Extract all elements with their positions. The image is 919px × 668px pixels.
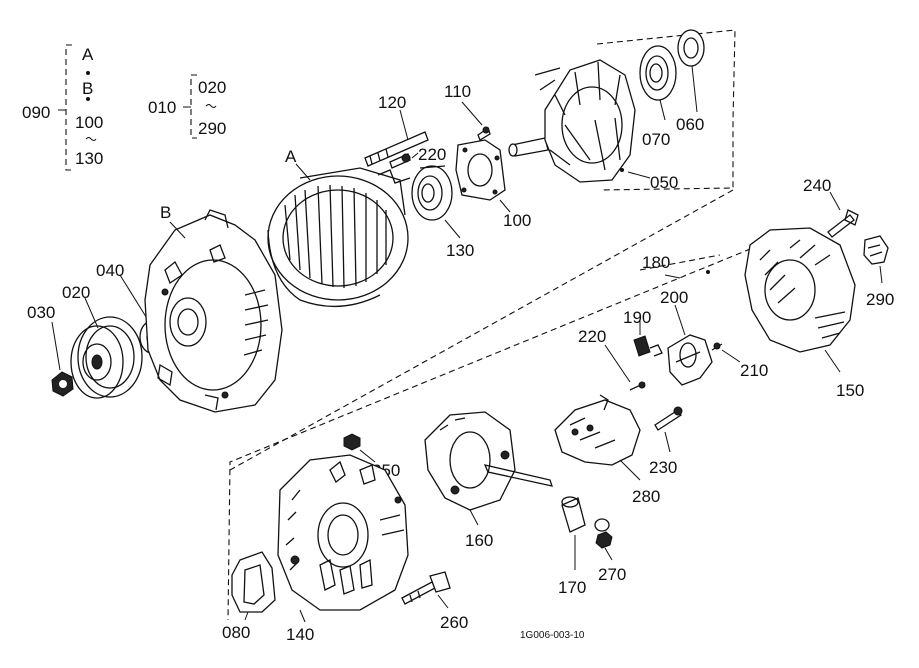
- stud-bolt-120: [364, 131, 429, 167]
- label-110: 110: [444, 82, 471, 101]
- regulator-outline: [639, 254, 721, 271]
- rotor: [508, 59, 636, 183]
- group-010-item-290: 290: [198, 119, 226, 138]
- group-090-item-b: B: [82, 79, 93, 98]
- bearing-130: [411, 165, 453, 221]
- retainer-plate-100: [455, 139, 506, 201]
- rear-housing-outline: [227, 244, 761, 621]
- label-040: 040: [96, 261, 124, 280]
- label-050: 050: [650, 173, 678, 192]
- label-230: 230: [649, 458, 677, 477]
- group-010-bracket: [183, 74, 217, 139]
- axis-line-upper: [229, 189, 734, 471]
- label-080: 080: [222, 623, 250, 642]
- label-150: 150: [836, 381, 864, 400]
- bolt-260: [401, 571, 451, 605]
- drawing-code: 1G006-003-10: [520, 630, 585, 641]
- brush-holder-200: [667, 334, 713, 386]
- nut-270: [594, 518, 613, 549]
- label-220-upper: 220: [418, 145, 446, 164]
- bearing-070: [639, 45, 677, 101]
- label-070: 070: [642, 130, 670, 149]
- brush-190: [633, 335, 663, 357]
- label-210: 210: [740, 361, 768, 380]
- stator-a: [267, 167, 409, 308]
- label-b: B: [160, 203, 171, 222]
- pulley-020: [70, 316, 143, 399]
- label-170: 170: [558, 578, 586, 597]
- label-200: 200: [660, 288, 688, 307]
- gasket-080: [231, 551, 276, 613]
- screw-110: [477, 126, 491, 141]
- label-030: 030: [27, 303, 55, 322]
- label-060: 060: [676, 115, 704, 134]
- nut-030: [51, 371, 74, 397]
- front-housing-b: [144, 209, 283, 413]
- label-a: A: [285, 147, 297, 166]
- insulator-170: [561, 496, 586, 533]
- group-090-label: 090: [22, 103, 50, 122]
- label-290: 290: [866, 290, 894, 309]
- label-130: 130: [446, 241, 474, 260]
- label-100: 100: [503, 211, 531, 230]
- screw-220-lower: [629, 381, 646, 391]
- group-010-item-020: 020: [198, 78, 226, 97]
- label-120: 120: [378, 93, 406, 112]
- screw-240: [827, 209, 859, 238]
- cover-060: [677, 29, 705, 67]
- rear-housing-140: [277, 454, 409, 611]
- screw-210: [711, 342, 723, 351]
- group-090-bracket: [58, 44, 97, 171]
- clip-290: [863, 235, 889, 265]
- screw-230: [654, 406, 683, 431]
- label-240: 240: [803, 176, 831, 195]
- label-180: 180: [642, 253, 670, 272]
- label-280: 280: [632, 487, 660, 506]
- group-090-item-130: 130: [75, 149, 103, 168]
- label-270: 270: [598, 565, 626, 584]
- rectifier-280: [554, 394, 641, 466]
- group-090-item-100: 100: [75, 113, 103, 132]
- label-140: 140: [286, 625, 314, 644]
- label-260: 260: [440, 613, 468, 632]
- label-190: 190: [623, 308, 651, 327]
- label-020: 020: [62, 283, 90, 302]
- label-220-lower: 220: [578, 327, 606, 346]
- group-090-item-a: A: [82, 45, 94, 64]
- screw-250: [343, 433, 361, 451]
- screw-220-upper: [389, 153, 411, 169]
- group-010-label: 010: [148, 98, 176, 117]
- rectifier-160: [424, 411, 553, 511]
- stator-lead-wire: [377, 169, 411, 184]
- rear-cover-150: [744, 227, 856, 353]
- label-160: 160: [465, 531, 493, 550]
